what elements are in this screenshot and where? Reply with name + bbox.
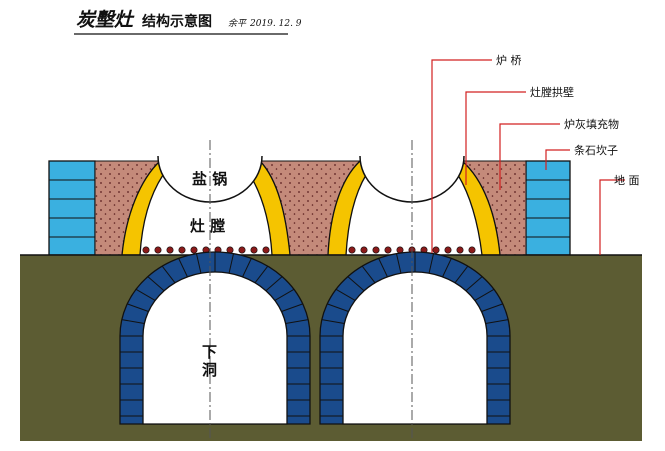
arch-brick-joint bbox=[485, 319, 509, 325]
arch-brick-joint bbox=[254, 265, 269, 284]
arch-brick-joint bbox=[281, 303, 303, 312]
arch-brick-joint bbox=[474, 288, 495, 301]
title-sub: 结构示意图 bbox=[142, 13, 212, 30]
lower-tunnel-left bbox=[119, 251, 311, 425]
callout-ground: 地 面 bbox=[614, 174, 640, 187]
arch-brick-joint bbox=[285, 319, 309, 325]
arch-brick-joint bbox=[228, 253, 235, 274]
arch-brick-joint bbox=[321, 319, 345, 325]
furnace-bridge-bar bbox=[468, 246, 476, 254]
title-block: 炭墼灶 结构示意图 余平 2019. 12. 9 bbox=[74, 9, 302, 35]
lower-tunnel-label-2: 洞 bbox=[202, 361, 217, 379]
furnace-bridge-bar bbox=[262, 246, 270, 254]
callout-stone-blocks: 条石坎子 bbox=[574, 143, 618, 157]
furnace-bridge-bar bbox=[250, 246, 258, 254]
arch-brick-joint bbox=[135, 288, 156, 301]
callout-furnace-bridge: 炉 桥 bbox=[496, 54, 522, 67]
furnace-bridge-bar bbox=[360, 246, 368, 254]
arch-brick-joint bbox=[195, 253, 202, 274]
arch-brick-joint bbox=[161, 265, 176, 284]
arch-brick-joint bbox=[454, 265, 469, 284]
title-main: 炭墼灶 bbox=[76, 9, 135, 31]
arch-brick-joint bbox=[265, 276, 283, 292]
callout-ash-fill: 炉灰填充物 bbox=[564, 117, 619, 131]
salt-pot-label: 盐 锅 bbox=[192, 170, 227, 188]
furnace-bridge-bar bbox=[456, 246, 464, 254]
furnace-bridge-bar bbox=[142, 246, 150, 254]
furnace-bridge-bar bbox=[432, 246, 440, 254]
arch-brick-joint bbox=[147, 276, 165, 292]
callout-chamber-arch-wall: 灶膛拱壁 bbox=[530, 85, 574, 99]
arch-brick-joint bbox=[327, 303, 349, 312]
furnace-bridge-bar bbox=[166, 246, 174, 254]
stone-blocks-left bbox=[48, 160, 96, 256]
arch-brick-joint bbox=[347, 276, 365, 292]
callout-lines bbox=[431, 59, 625, 255]
arch-brick-joint bbox=[395, 253, 402, 274]
arch-brick-joint bbox=[242, 258, 252, 278]
furnace-bridge-bar bbox=[348, 246, 356, 254]
arch-brick-joint bbox=[378, 258, 388, 278]
arch-brick-joint bbox=[274, 288, 295, 301]
arch-brick-joint bbox=[121, 319, 145, 325]
furnace-bridge-bar bbox=[178, 246, 186, 254]
furnace-bridge-bar bbox=[384, 246, 392, 254]
furnace-bridge-bar bbox=[238, 246, 246, 254]
lower-tunnel-right bbox=[319, 251, 511, 425]
furnace-bridge-bar bbox=[190, 246, 198, 254]
title-date: 2019. 12. 9 bbox=[249, 19, 302, 29]
chamber-arch-walls bbox=[121, 159, 501, 256]
arch-brick-joint bbox=[481, 303, 503, 312]
arch-brick-joint bbox=[127, 303, 149, 312]
furnace-bridge-bar bbox=[372, 246, 380, 254]
furnace-bridge-bar bbox=[154, 246, 162, 254]
center-lines bbox=[209, 140, 413, 440]
arch-brick-joint bbox=[335, 288, 356, 301]
chamber-label: 灶 膛 bbox=[190, 217, 225, 235]
title-author: 余平 bbox=[228, 18, 247, 29]
arch-brick-joint bbox=[178, 258, 188, 278]
arch-brick-joint bbox=[442, 258, 452, 278]
furnace-bridge-bar bbox=[444, 246, 452, 254]
arch-brick-joint bbox=[465, 276, 483, 292]
stone-blocks-right bbox=[525, 160, 571, 256]
arch-brick-joint bbox=[428, 253, 435, 274]
arch-brick-joint bbox=[361, 265, 376, 284]
lower-tunnel-label-1: 下 bbox=[202, 343, 217, 361]
